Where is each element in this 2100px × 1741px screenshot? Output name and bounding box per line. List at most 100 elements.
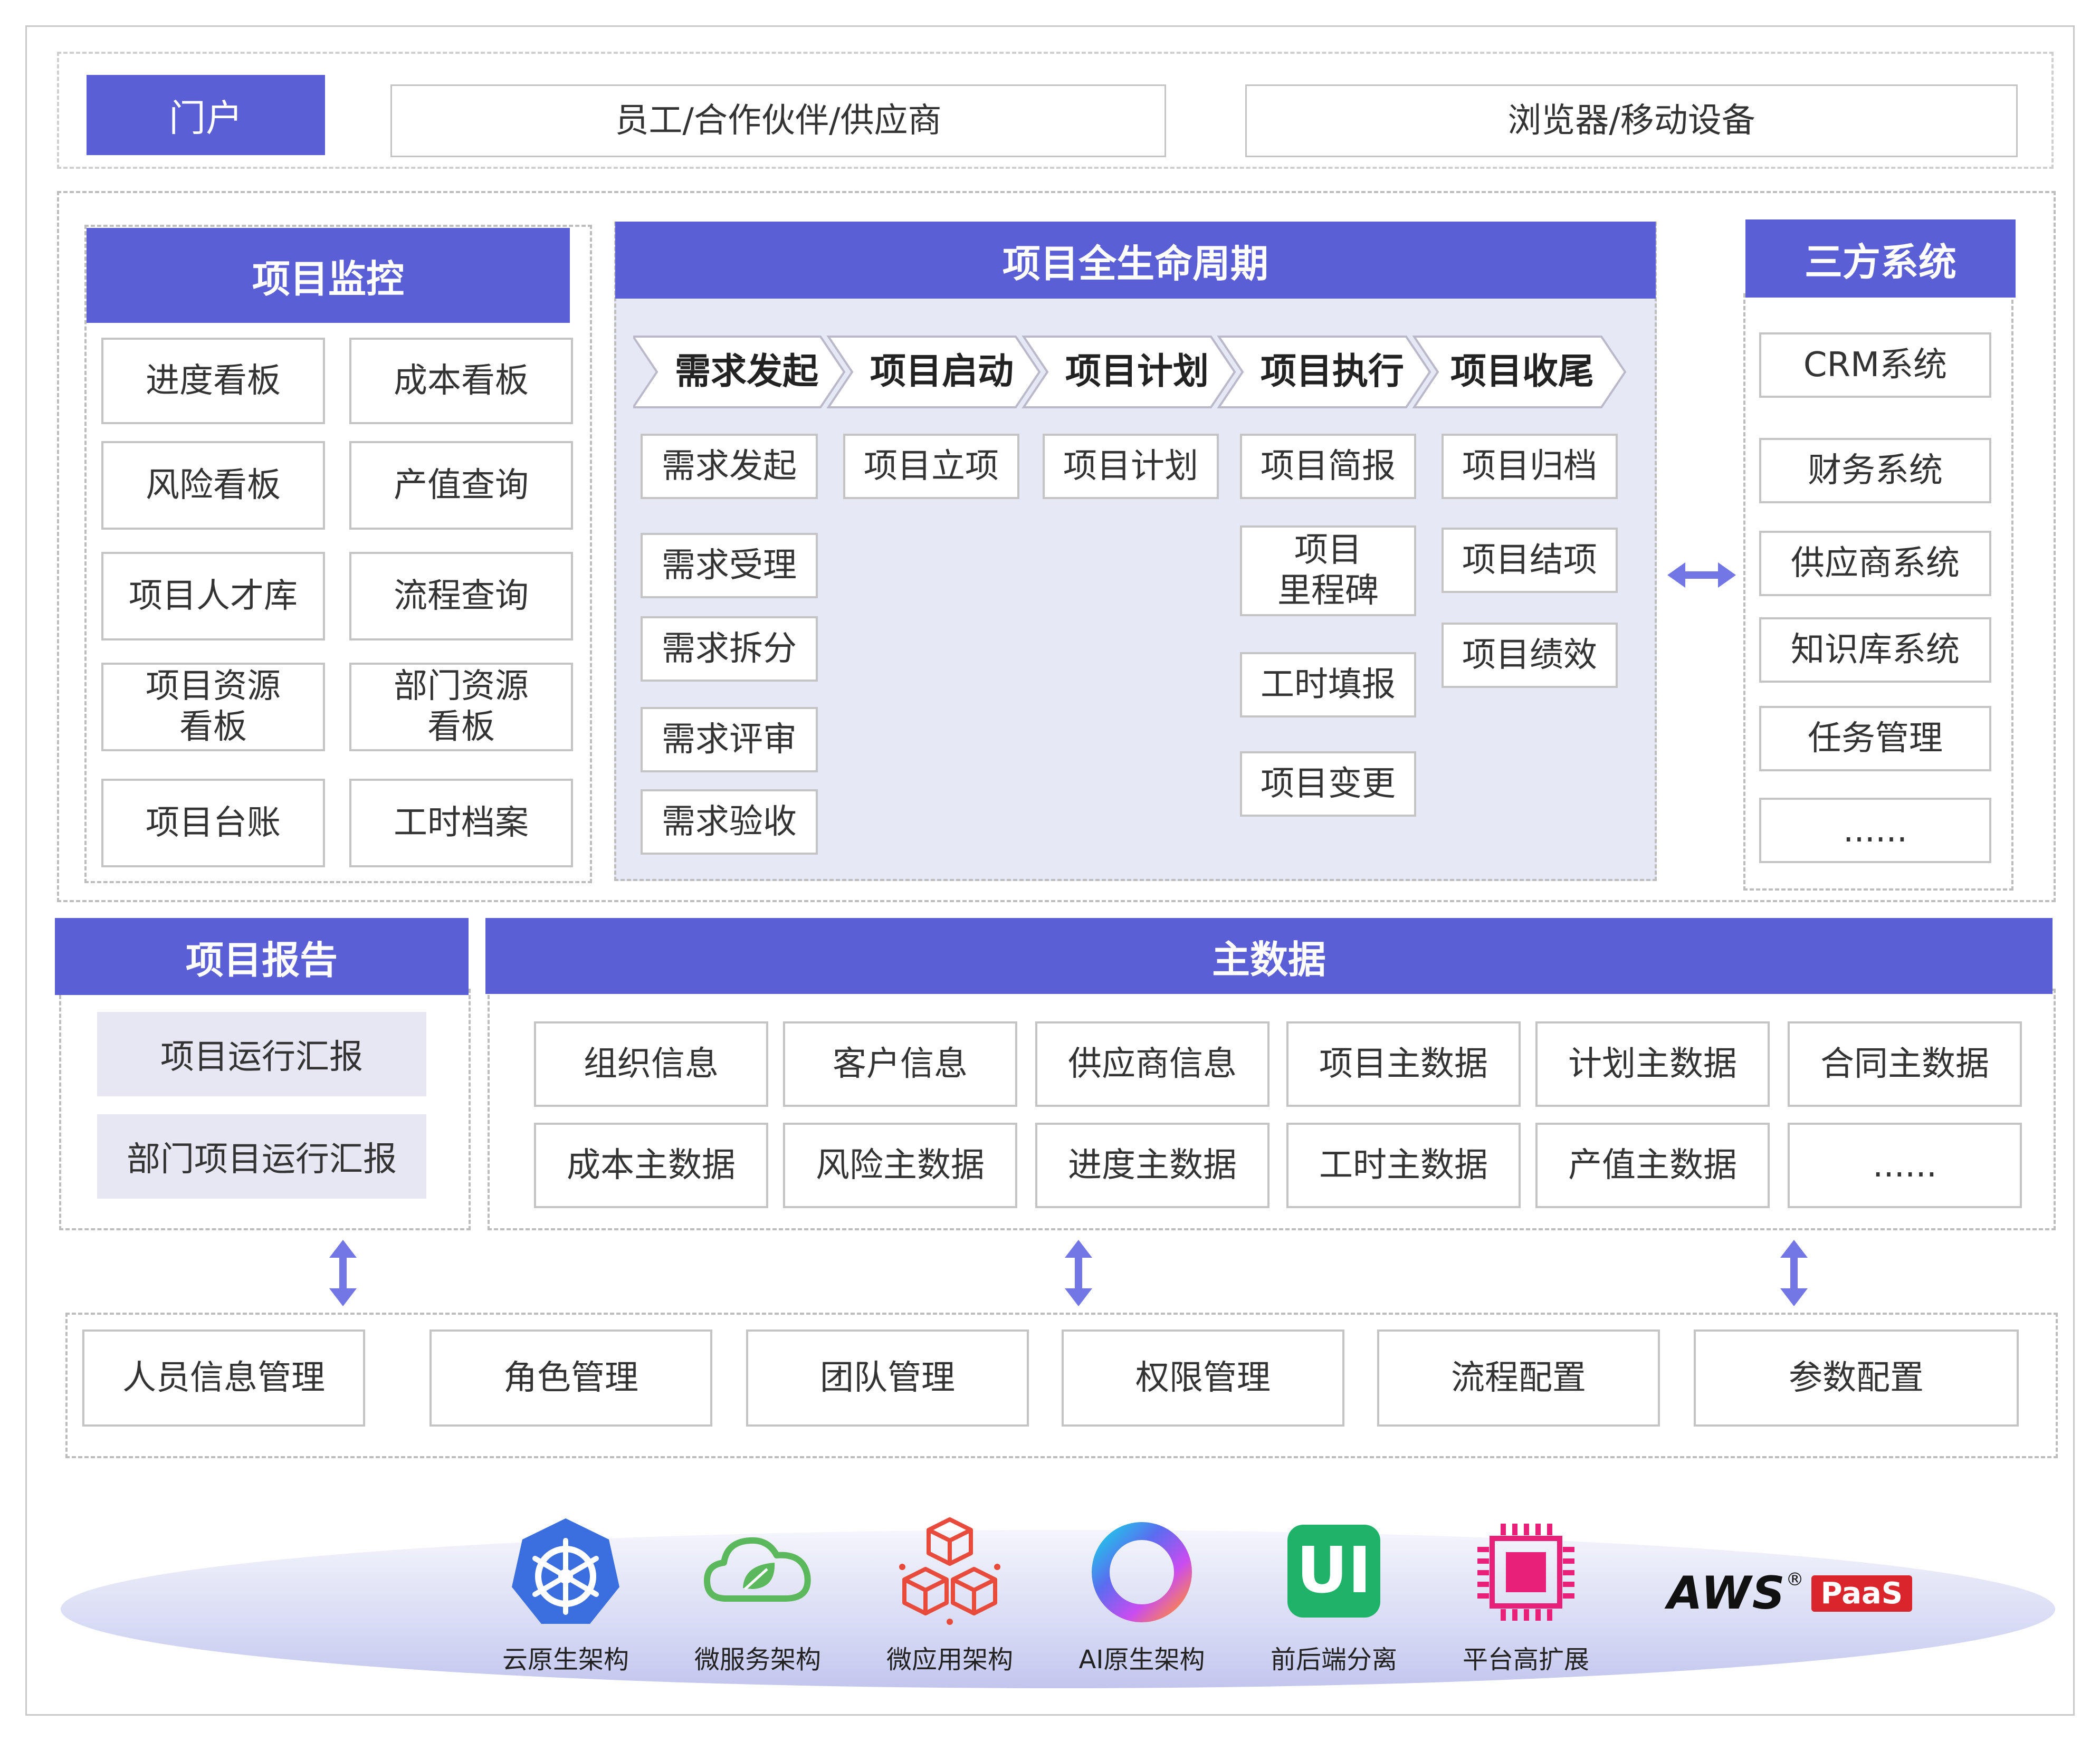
lifecycle-closing-item: 项目绩效 — [1442, 623, 1618, 688]
monitor-item: 产值查询 — [349, 441, 573, 530]
management-item: 人员信息管理 — [82, 1329, 365, 1427]
ai-ring-icon — [1092, 1522, 1192, 1622]
management-item: 团队管理 — [746, 1329, 1029, 1427]
master-data-title: 主数据 — [485, 918, 2053, 994]
double-arrow-vertical-icon-center — [1065, 1240, 1092, 1306]
lifecycle-execution-item: 项目变更 — [1240, 751, 1416, 817]
master-data-item: 项目主数据 — [1286, 1021, 1521, 1107]
spring-leaf-cloud-icon — [704, 1537, 811, 1602]
monitor-item: 项目人才库 — [101, 552, 325, 640]
management-section — [65, 1313, 2058, 1458]
tech-extensible: 平台高扩展 — [1447, 1514, 1605, 1688]
master-data-item: 产值主数据 — [1535, 1123, 1770, 1208]
stage-label-1: 需求发起 — [675, 351, 819, 393]
third-party-title: 三方系统 — [1745, 219, 2016, 298]
monitor-item: 风险看板 — [101, 441, 325, 530]
tech-cloud-native: 云原生架构 — [486, 1514, 645, 1688]
master-data-item: 计划主数据 — [1535, 1021, 1770, 1107]
ui-badge-glyph: UI — [1296, 1534, 1371, 1608]
tech-label-5: 前后端分离 — [1270, 1645, 1397, 1675]
stage-chevron-2: 项目启动 — [826, 336, 1041, 408]
lifecycle-closing-item: 项目结项 — [1442, 528, 1618, 593]
lifecycle-title: 项目全生命周期 — [615, 222, 1656, 299]
lifecycle-demand-item: 需求验收 — [641, 789, 818, 855]
application-section — [57, 191, 2056, 902]
master-data-item: 组织信息 — [534, 1021, 768, 1107]
monitor-panel — [84, 225, 592, 883]
stage-chevron-5: 项目收尾 — [1412, 336, 1627, 408]
master-data-item: 客户信息 — [783, 1021, 1017, 1107]
management-item: 权限管理 — [1062, 1329, 1344, 1427]
cubes-icon — [899, 1517, 1000, 1625]
double-arrow-vertical-icon-left — [329, 1240, 357, 1306]
lifecycle-initiation-item: 项目立项 — [843, 434, 1019, 499]
aws-registered-mark: ® — [1786, 1569, 1804, 1590]
stage-label-5: 项目收尾 — [1450, 351, 1594, 393]
third-party-item: 知识库系统 — [1759, 617, 1991, 683]
report-item-1: 项目运行汇报 — [97, 1012, 426, 1096]
paas-badge: PaaS — [1811, 1575, 1913, 1612]
lifecycle-demand-item: 需求评审 — [641, 707, 818, 772]
tech-label-6: 平台高扩展 — [1462, 1645, 1589, 1675]
monitor-title: 项目监控 — [87, 228, 570, 323]
third-party-item: 供应商系统 — [1759, 531, 1991, 596]
master-data-item: 供应商信息 — [1035, 1021, 1269, 1107]
tech-microservice: 微服务架构 — [679, 1514, 837, 1688]
master-data-item: ...... — [1788, 1123, 2022, 1208]
outer-frame — [25, 25, 2075, 1716]
lifecycle-execution-item: 项目 里程碑 — [1240, 525, 1416, 616]
monitor-item: 进度看板 — [101, 338, 325, 424]
tech-micro-app: 微应用架构 — [871, 1514, 1029, 1688]
tech-label-1: 云原生架构 — [502, 1645, 629, 1675]
management-item: 参数配置 — [1694, 1329, 2019, 1427]
monitor-item: 工时档案 — [349, 779, 573, 867]
tech-ai-native: AI原生架构 — [1063, 1514, 1221, 1688]
master-data-item: 工时主数据 — [1286, 1123, 1521, 1208]
ui-badge-icon: UI — [1287, 1525, 1380, 1618]
report-title: 项目报告 — [55, 918, 469, 995]
lifecycle-plan-item: 项目计划 — [1043, 434, 1219, 499]
tech-label-2: 微服务架构 — [694, 1645, 821, 1675]
lifecycle-closing-item: 项目归档 — [1442, 434, 1618, 499]
lifecycle-demand-item: 需求发起 — [641, 434, 818, 499]
stage-chevron-1: 需求发起 — [633, 336, 846, 408]
master-data-item: 进度主数据 — [1035, 1123, 1269, 1208]
monitor-item: 项目台账 — [101, 779, 325, 867]
lifecycle-demand-item: 需求拆分 — [641, 616, 818, 682]
lifecycle-demand-item: 需求受理 — [641, 533, 818, 598]
aws-paas-logo: AWS ® PaaS — [1667, 1567, 1931, 1620]
tech-label-3: 微应用架构 — [886, 1645, 1013, 1675]
master-data-item: 成本主数据 — [534, 1123, 768, 1208]
monitor-item: 成本看板 — [349, 338, 573, 424]
chip-icon — [1477, 1524, 1574, 1621]
third-party-item: 财务系统 — [1759, 438, 1991, 503]
third-party-item: 任务管理 — [1759, 706, 1991, 771]
stage-label-2: 项目启动 — [870, 351, 1014, 393]
third-party-item: ...... — [1759, 798, 1991, 863]
double-arrow-horizontal-icon — [1667, 562, 1736, 588]
lifecycle-execution-item: 项目简报 — [1240, 434, 1416, 499]
stage-chevrons: 需求发起 项目启动 项目计划 项目执行 项目收尾 — [633, 336, 1627, 408]
stage-label-3: 项目计划 — [1065, 351, 1209, 393]
report-item-2: 部门项目运行汇报 — [97, 1114, 426, 1199]
monitor-item: 项目资源 看板 — [101, 663, 325, 751]
double-arrow-vertical-icon-right — [1780, 1240, 1808, 1306]
tech-label-4: AI原生架构 — [1078, 1645, 1205, 1675]
aws-logo-text: AWS — [1667, 1567, 1786, 1620]
third-party-item: CRM系统 — [1759, 332, 1991, 398]
portal-section — [57, 52, 2054, 169]
monitor-item: 流程查询 — [349, 552, 573, 640]
master-data-item: 合同主数据 — [1788, 1021, 2022, 1107]
management-item: 角色管理 — [429, 1329, 712, 1427]
tech-frontend-backend: UI 前后端分离 — [1255, 1514, 1413, 1688]
master-data-item: 风险主数据 — [783, 1123, 1017, 1208]
portal-devices: 浏览器/移动设备 — [1245, 84, 2018, 157]
lifecycle-execution-item: 工时填报 — [1240, 652, 1416, 718]
monitor-item: 部门资源 看板 — [349, 663, 573, 751]
stage-label-4: 项目执行 — [1261, 351, 1404, 393]
stage-chevron-3: 项目计划 — [1022, 336, 1236, 408]
stage-chevron-4: 项目执行 — [1217, 336, 1431, 408]
portal-users: 员工/合作伙伴/供应商 — [390, 84, 1166, 157]
management-item: 流程配置 — [1377, 1329, 1660, 1427]
portal-label: 门户 — [87, 75, 325, 155]
